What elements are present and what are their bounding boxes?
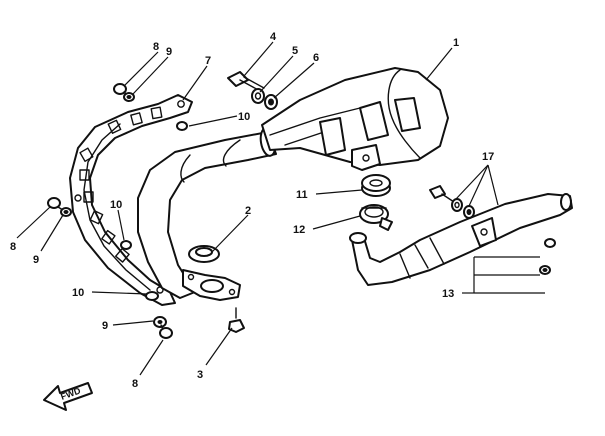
callout-12: 12 xyxy=(293,224,305,236)
callout-7: 7 xyxy=(205,55,211,67)
grommet-10-mid xyxy=(120,240,132,250)
grommet-10-low xyxy=(145,291,159,301)
callout-1: 1 xyxy=(453,37,459,49)
washer-17-b xyxy=(463,205,475,219)
pipe-clamp xyxy=(359,204,393,231)
callout-4: 4 xyxy=(270,31,277,43)
callout-8-left: 8 xyxy=(10,241,16,253)
washer-17-a xyxy=(451,198,463,212)
screw-8-low xyxy=(159,324,173,339)
callout-10-low: 10 xyxy=(72,287,84,299)
collar-6 xyxy=(264,94,278,110)
callout-9-low: 9 xyxy=(102,320,108,332)
grommet-10-top xyxy=(176,121,188,131)
callout-6: 6 xyxy=(313,52,319,64)
callout-17: 17 xyxy=(482,151,494,163)
callout-11: 11 xyxy=(296,189,308,201)
bolt-17 xyxy=(429,185,455,203)
rubber-damper xyxy=(361,174,391,197)
silencer-washer-upper xyxy=(544,238,556,248)
callout-13: 13 xyxy=(442,288,454,300)
callout-5: 5 xyxy=(292,45,298,57)
exhaust-header-pipe xyxy=(137,127,277,299)
leader-lines xyxy=(16,41,545,376)
callout-3: 3 xyxy=(197,369,203,381)
callout-9-top: 9 xyxy=(166,46,172,58)
callout-8-top: 8 xyxy=(153,41,159,53)
gasket xyxy=(188,245,220,263)
callout-2: 2 xyxy=(245,205,251,217)
callout-9-left: 9 xyxy=(33,254,39,266)
washer-9-left xyxy=(60,207,72,217)
screw-8-left xyxy=(47,197,64,211)
washer-9-top xyxy=(123,92,135,102)
screw-8-top xyxy=(113,83,129,97)
callout-10-top: 10 xyxy=(238,111,250,123)
callout-labels: 1 2 3 4 5 6 7 8 9 10 8 9 10 10 9 8 11 12… xyxy=(10,31,494,390)
exhaust-flange xyxy=(182,269,241,301)
silencer xyxy=(349,193,573,286)
nut-3 xyxy=(228,307,245,333)
washer-5 xyxy=(251,88,265,104)
bolt-4 xyxy=(227,71,265,93)
muffler-assembly xyxy=(261,67,449,171)
forward-arrow-icon: FWD xyxy=(43,382,93,411)
washer-9-low xyxy=(153,316,167,328)
callout-8-low: 8 xyxy=(132,378,138,390)
callout-10-mid: 10 xyxy=(110,199,122,211)
silencer-washer-lower xyxy=(539,265,551,275)
